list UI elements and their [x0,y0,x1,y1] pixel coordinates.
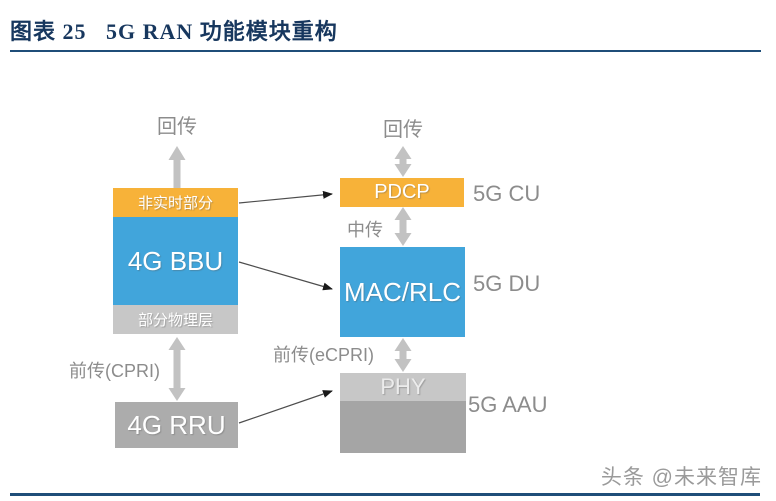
phy-layer-band: PHY [340,373,466,401]
midhaul-arrow-icon [394,207,412,246]
phy-aau-box: PHY [340,373,466,453]
partial-phy-box: 部分物理层 [113,305,238,334]
bbu-box: 4G BBU [113,217,238,305]
rru-box: 4G RRU [115,402,238,448]
fronthaul-arrow-right-icon [394,338,412,372]
figure-title: 图表 25 5G RAN 功能模块重构 [10,19,338,44]
backhaul-arrow-left-icon [168,146,186,188]
fronthaul-cpri-label: 前传(CPRI) [69,361,160,381]
midhaul-label: 中传 [347,220,383,240]
bottom-divider [10,493,760,496]
mac-rlc-box: MAC/RLC [340,247,465,337]
backhaul-arrow-right-icon [394,146,412,177]
non-realtime-box: 非实时部分 [113,188,238,217]
fronthaul-arrow-left-icon [168,337,186,401]
cu-label: 5G CU [473,181,541,206]
watermark: 头条 @未来智库 [600,466,762,489]
fronthaul-ecpri-label: 前传(eCPRI) [273,345,375,365]
arrow-bbu-to-macrlc [238,261,333,291]
arrow-rru-to-phy [238,390,333,424]
du-label: 5G DU [473,271,541,296]
backhaul-label-right: 回传 [383,119,423,141]
pdcp-box: PDCP [340,178,464,207]
mapping-arrows [238,190,333,424]
backhaul-label-left: 回传 [157,116,197,138]
aau-label: 5G AAU [468,392,548,417]
title-divider [10,50,761,52]
arrow-nonrealtime-to-pdcp [238,190,333,204]
aau-body-band [340,401,466,453]
